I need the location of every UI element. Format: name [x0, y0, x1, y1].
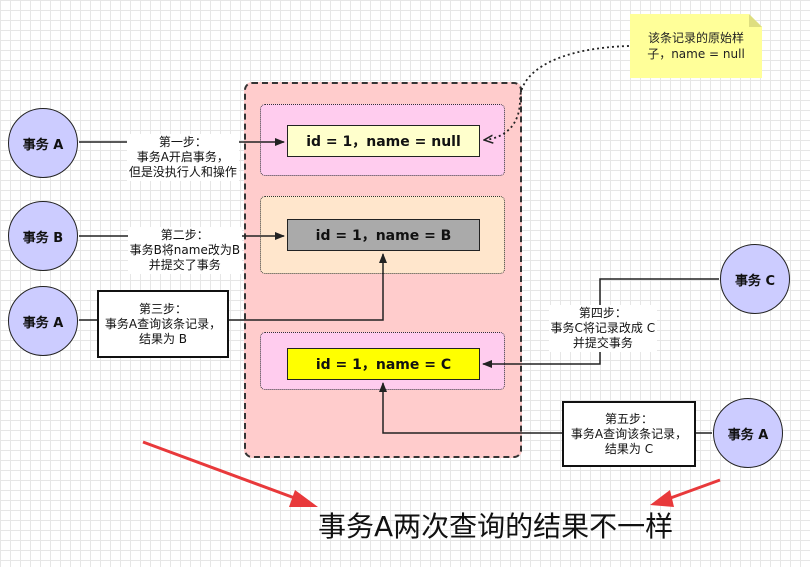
actor-transaction-a-2: 事务 A	[8, 286, 78, 356]
step-3-box: 第三步： 事务A查询该条记录， 结果为 B	[97, 290, 229, 358]
actor-b-label: 事务 B	[22, 230, 64, 246]
record-c-label: id = 1，name = C	[315, 357, 452, 373]
record-null-label: id = 1，name = null	[306, 134, 461, 150]
actor-transaction-a-3: 事务 A	[713, 398, 783, 468]
record-null: id = 1，name = null	[287, 125, 480, 157]
red-arrow-left-shaft	[142, 440, 301, 502]
step-4-text: 第四步： 事务C将记录改成 C 并提交事务	[548, 305, 658, 352]
actor-a1-label: 事务 A	[22, 137, 64, 153]
sticky-note: 该条记录的原始样 子，name = null	[630, 14, 762, 78]
record-b: id = 1，name = B	[287, 219, 480, 251]
step-5-box: 第五步： 事务A查询该条记录， 结果为 C	[562, 401, 696, 467]
actor-transaction-c: 事务 C	[720, 244, 790, 314]
step-4-label: 第四步： 事务C将记录改成 C 并提交事务	[538, 290, 660, 352]
actor-transaction-b: 事务 B	[8, 201, 78, 271]
conclusion-text: 事务A两次查询的结果不一样	[318, 510, 674, 543]
red-arrow-right-head	[650, 490, 674, 507]
step-1-text: 第一步： 事务A开启事务， 但是没执行人和操作	[126, 134, 239, 181]
step-5-text: 第五步： 事务A查询该条记录， 结果为 C	[570, 411, 688, 456]
record-b-label: id = 1，name = B	[315, 228, 452, 244]
note-connector	[484, 45, 630, 140]
step-1-label: 第一步： 事务A开启事务， 但是没执行人和操作	[118, 119, 240, 181]
actor-a3-label: 事务 A	[727, 427, 769, 443]
actor-transaction-a-1: 事务 A	[8, 108, 78, 178]
step-3-text: 第三步： 事务A查询该条记录， 结果为 B	[104, 301, 222, 346]
actor-a2-label: 事务 A	[22, 315, 64, 331]
actor-c-label: 事务 C	[734, 273, 776, 289]
step-2-label: 第二步： 事务B将name改为B 并提交了事务	[117, 212, 245, 274]
red-arrow-right-shaft	[664, 478, 721, 502]
record-c: id = 1，name = C	[287, 348, 480, 380]
sticky-note-text: 该条记录的原始样 子，name = null	[647, 31, 745, 61]
red-arrow-left-head	[289, 490, 318, 507]
step-2-text: 第二步： 事务B将name改为B 并提交了事务	[127, 227, 243, 274]
